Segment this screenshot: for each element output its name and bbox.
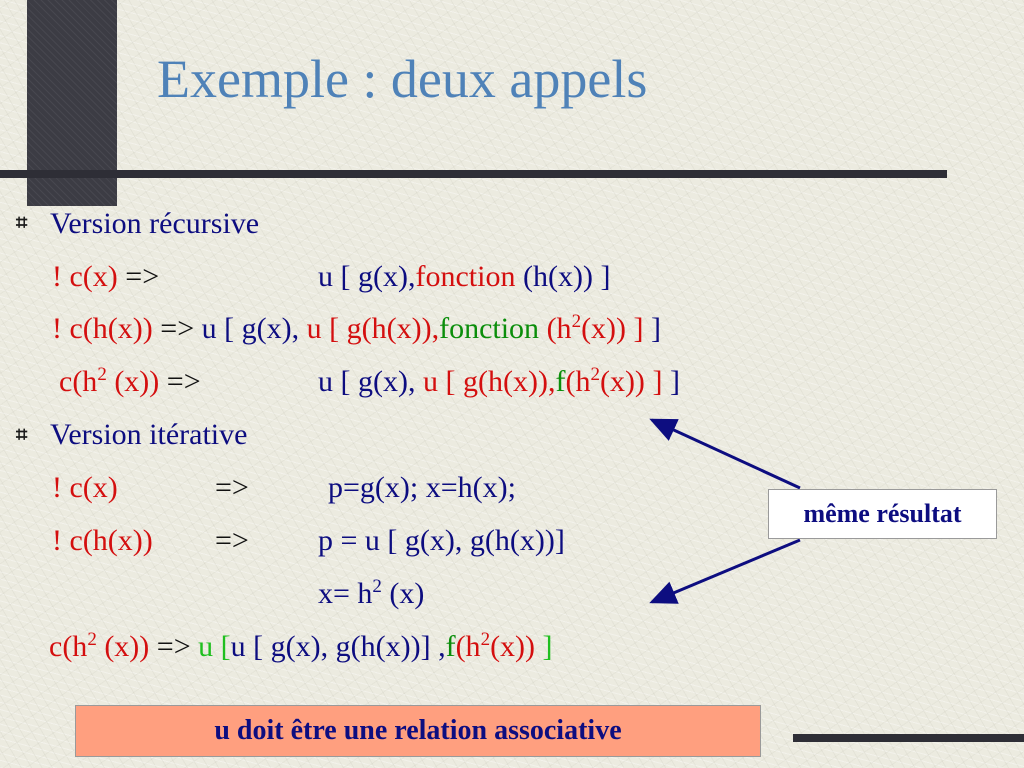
g-term: g(x),: [358, 260, 416, 293]
arrow-down-line: [649, 538, 801, 604]
recursive-line-1: ! c(x) =>: [52, 262, 159, 292]
note-text: même résultat: [803, 499, 962, 528]
iterative-line-4: c(h2 (x)) => u [u [ g(x), g(h(x))] ,f(h2…: [49, 629, 553, 663]
inner-u-symbol: u: [422, 365, 438, 398]
open-bracket: [: [340, 260, 351, 293]
close-bracket: ]: [600, 260, 611, 293]
open-bracket: [: [224, 312, 235, 345]
arrow-symbol: =>: [166, 365, 201, 398]
inner-u-symbol: u: [306, 312, 322, 345]
arrow-symbol: =>: [215, 524, 249, 557]
iterative-line-2-arrow: =>: [215, 526, 249, 556]
u-symbol: u: [318, 365, 333, 398]
inner-close-bracket: ]: [652, 365, 663, 398]
h2-term: (h2(x)): [546, 311, 627, 345]
square-hash-bullet-icon: ⌗: [16, 422, 28, 446]
arrow-symbol: =>: [215, 471, 249, 504]
iterative-line-1: ! c(x): [52, 473, 118, 503]
inner-close-bracket: ]: [633, 312, 644, 345]
assignment-code: p = u [ g(x), g(h(x))]: [318, 524, 565, 557]
g-term: g(x),: [358, 365, 416, 398]
h2-term: (h2(x)): [565, 364, 645, 398]
footer-banner: u doit être une relation associative: [75, 705, 761, 757]
recursive-line-1-result: u [ g(x),fonction (h(x)) ]: [318, 262, 610, 292]
iterative-line-1-arrow: =>: [215, 473, 249, 503]
recursive-line-2: ! c(h(x)) => u [ g(x), u [ g(h(x)),fonct…: [52, 311, 662, 345]
iterative-line-2: ! c(h(x)): [52, 526, 153, 556]
gh-term: g(h(x)),: [346, 312, 440, 345]
f-term: f: [555, 365, 566, 398]
open-bracket: [: [220, 630, 231, 663]
iterative-heading: Version itérative: [50, 418, 248, 451]
u-symbol: u: [318, 260, 333, 293]
inner-term: u [ g(x), g(h(x))] ,: [230, 630, 446, 663]
same-result-note: même résultat: [768, 489, 997, 539]
call-expression: c(h2 (x)): [49, 629, 150, 663]
gh-term: g(h(x)),: [462, 365, 556, 398]
footer-text: u doit être une relation associative: [214, 715, 622, 746]
arrow-symbol: =>: [156, 630, 191, 663]
h-term: (h(x)): [522, 260, 593, 293]
close-bracket: ]: [542, 630, 553, 663]
bottom-divider: [793, 734, 1024, 742]
call-expression: ! c(h(x)): [52, 524, 153, 557]
close-bracket: ]: [669, 365, 680, 398]
call-expression: ! c(x): [52, 260, 118, 293]
call-expression: ! c(x): [52, 471, 118, 504]
call-expression: c(h2 (x)): [59, 364, 160, 398]
top-divider: [0, 170, 947, 178]
iterative-line-3: x= h2 (x): [318, 576, 425, 610]
fonction-term: fonction: [415, 260, 516, 293]
iterative-line-2-code: p = u [ g(x), g(h(x))]: [318, 526, 565, 556]
recursive-heading: Version récursive: [50, 207, 260, 240]
inner-open-bracket: [: [329, 312, 340, 345]
u-symbol: u: [201, 312, 217, 345]
inner-open-bracket: [: [445, 365, 456, 398]
call-expression: ! c(h(x)): [52, 312, 153, 345]
iterative-line-1-code: p=g(x); x=h(x);: [328, 473, 516, 503]
u-symbol: u: [198, 630, 214, 663]
close-bracket: ]: [651, 312, 662, 345]
square-hash-bullet-icon: ⌗: [16, 210, 28, 234]
arrow-up-line: [649, 418, 801, 490]
fonction-term: fonction: [439, 312, 540, 345]
slide-title: Exemple : deux appels: [157, 49, 648, 109]
arrow-symbol: =>: [160, 312, 195, 345]
recursive-line-3: c(h2 (x)) =>: [59, 364, 201, 398]
recursive-line-3-result: u [ g(x), u [ g(h(x)),f(h2(x)) ] ]: [318, 364, 680, 398]
h2-term: (h2(x)): [455, 629, 536, 663]
g-term: g(x),: [241, 312, 300, 345]
arrow-symbol: =>: [125, 260, 160, 293]
open-bracket: [: [340, 365, 351, 398]
assignment-code: x= h2 (x): [318, 576, 425, 610]
f-term: f: [445, 630, 456, 663]
assignment-code: p=g(x); x=h(x);: [328, 471, 516, 504]
